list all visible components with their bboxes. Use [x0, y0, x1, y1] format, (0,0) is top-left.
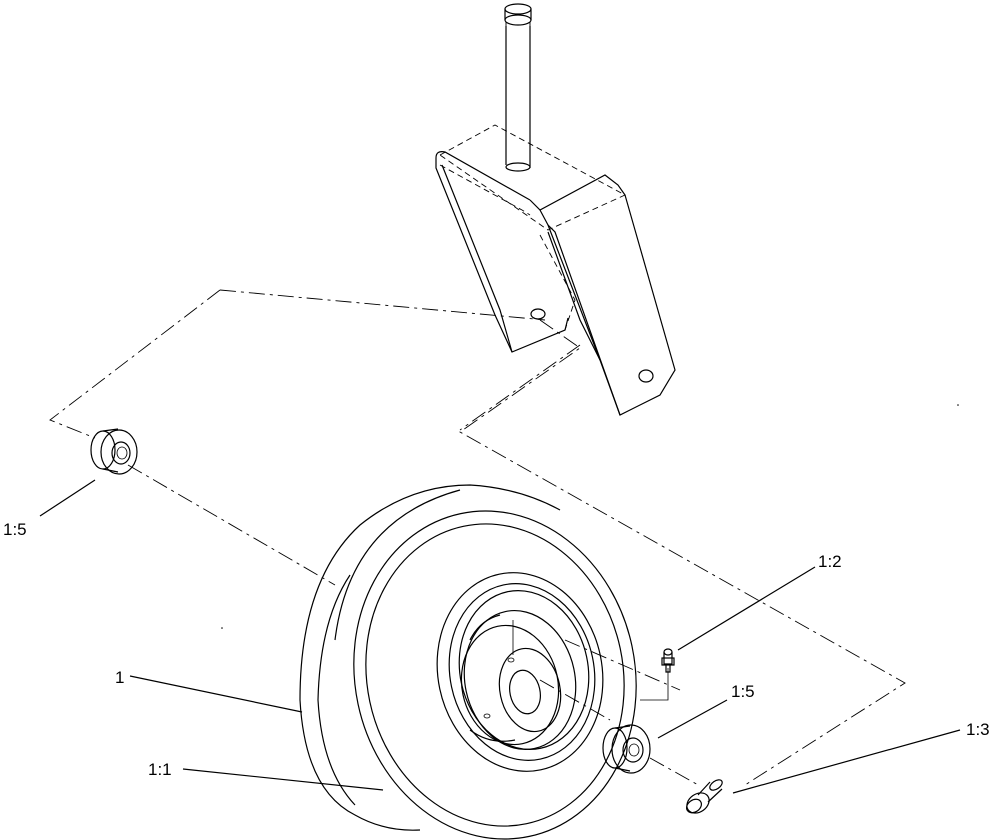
- fork-right-arm: [529, 174, 676, 416]
- wheel-hub: [498, 647, 562, 733]
- leader-1-1: [182, 768, 384, 791]
- callout-1-2: 1:2: [818, 552, 842, 571]
- callout-1-1: 1:1: [148, 760, 172, 779]
- alignment-centerlines: [49, 289, 906, 787]
- wheel-assembly: [299, 484, 637, 840]
- leader-1-3: [732, 729, 961, 794]
- fork-left-arm: [435, 151, 576, 353]
- bushing-left: [90, 428, 138, 475]
- tire-front-face: [353, 510, 637, 840]
- grease-fitting: [661, 648, 675, 673]
- callout-1: 1: [115, 668, 124, 687]
- callout-1-5-right: 1:5: [731, 682, 755, 701]
- callout-labels: 1:5 1:2 1 1:5 1:1 1:3: [3, 520, 990, 779]
- fork-spindle: [504, 3, 532, 172]
- rim-outer: [436, 572, 604, 772]
- leader-1-5-right: [657, 699, 728, 739]
- leader-1-2: [677, 566, 816, 651]
- tire-back-edge: [299, 484, 561, 701]
- leader-1-5-left: [39, 479, 96, 517]
- bushing-right: [602, 724, 651, 774]
- callout-1-5-left: 1:5: [3, 520, 27, 539]
- caster-fork: [435, 3, 676, 416]
- leader-1: [129, 675, 303, 713]
- fork-top-plate: [439, 124, 627, 231]
- leader-lines: [39, 479, 961, 794]
- valve-stem: [685, 779, 723, 814]
- callout-1-3: 1:3: [966, 720, 990, 739]
